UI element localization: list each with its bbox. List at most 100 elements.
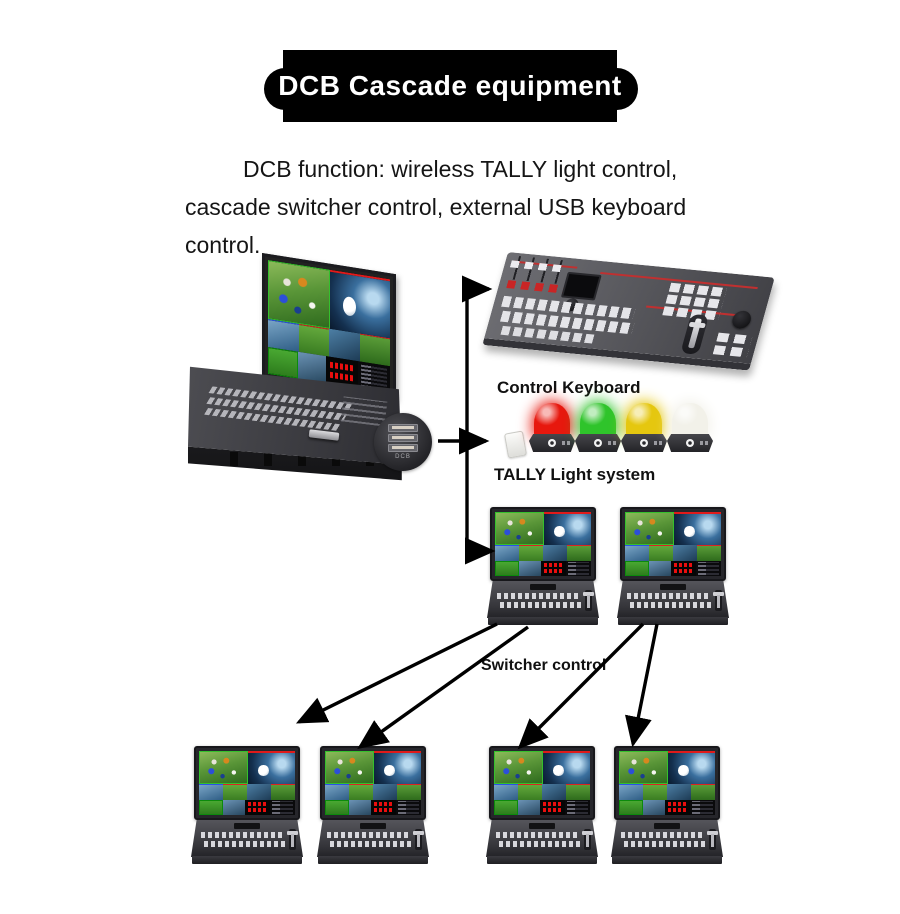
multiview-panel-small-4	[566, 784, 590, 800]
multiview-panel-grass	[495, 512, 544, 546]
deck-button-rows	[621, 832, 706, 849]
multiview-panel-grass	[268, 259, 330, 330]
multiview-timecode-display	[370, 799, 396, 815]
multiview-panel-small-3	[673, 545, 697, 561]
switcher-unit	[191, 746, 303, 864]
tally-light-yellow	[621, 402, 667, 454]
multiview-panel-goalkeeper	[544, 512, 591, 546]
deck-button-rows	[497, 593, 582, 610]
tally-power-button-icon	[548, 439, 556, 447]
multiview-panel-field	[495, 560, 519, 576]
tally-usb-dongle	[503, 430, 528, 459]
usb-tongue	[392, 426, 414, 429]
switcher-multiview-screen	[194, 746, 300, 820]
description-paragraph: DCB function: wireless TALLY light contr…	[185, 150, 730, 264]
multiview	[625, 512, 721, 576]
usb-tongue	[392, 446, 414, 449]
multiview	[268, 259, 390, 394]
multiview-panel-field	[199, 799, 223, 815]
multiview	[199, 751, 295, 815]
tally-ports	[608, 441, 617, 445]
main-switcher-device	[182, 248, 414, 484]
description-line-3: control.	[185, 232, 261, 258]
usb-tongue	[392, 436, 414, 439]
multiview-bottom-row	[494, 799, 590, 815]
switcher-base	[612, 856, 722, 864]
multiview	[325, 751, 421, 815]
tally-light-green	[575, 402, 621, 454]
multiview-panel-small-3	[373, 784, 397, 800]
deck-tbar-fader	[707, 829, 719, 850]
multiview-panel-grass	[625, 512, 674, 546]
usb-port-icon	[388, 433, 418, 442]
cascade-switcher-middle-2	[617, 507, 729, 625]
multiview-panel-small-1	[325, 784, 349, 800]
switcher-control-deck	[611, 820, 723, 857]
tally-power-button-icon	[640, 439, 648, 447]
usb-port-icon	[388, 443, 418, 452]
multiview-top-row	[625, 512, 721, 546]
multiview-status-table	[695, 560, 721, 576]
multiview	[619, 751, 715, 815]
multiview-bottom-row	[495, 560, 591, 576]
description-line-1: DCB function: wireless TALLY light contr…	[243, 156, 678, 182]
switcher-multiview-screen	[490, 507, 596, 581]
control-keyboard-label: Control Keyboard	[497, 378, 641, 397]
multiview-panel-small-1	[199, 784, 223, 800]
multiview-panel-grass	[494, 751, 543, 785]
multiview-panel-scene	[648, 560, 671, 576]
cascade-switcher-bottom-3	[486, 746, 598, 864]
multiview-status-table	[395, 799, 421, 815]
tally-light-system	[503, 402, 713, 459]
switcher-base	[487, 856, 597, 864]
multiview-panel-small-2	[649, 545, 673, 561]
deck-tbar-fader	[582, 829, 594, 850]
multiview-top-row	[325, 751, 421, 785]
tally-ports	[654, 441, 663, 445]
tally-ports	[562, 441, 571, 445]
multiview-bottom-row	[199, 799, 295, 815]
switcher-base	[318, 856, 428, 864]
cascade-switcher-bottom-1	[191, 746, 303, 864]
multiview-mid-row	[199, 784, 295, 800]
multiview-mid-row	[625, 545, 721, 561]
multiview-panel-field	[619, 799, 643, 815]
banner: DCB Cascade equipment	[278, 50, 621, 122]
tally-power-button-icon	[594, 439, 602, 447]
multiview-timecode-display	[540, 560, 566, 576]
multiview-panel-small-2	[518, 784, 542, 800]
arrow-switcher-control-2	[357, 625, 529, 749]
tally-dome	[626, 403, 662, 436]
multiview-panel-small-3	[542, 784, 566, 800]
multiview-mid-row	[495, 545, 591, 561]
tally-dome	[580, 403, 616, 436]
multiview-bottom-row	[325, 799, 421, 815]
multiview-bottom-row	[619, 799, 715, 815]
multiview-timecode-display	[670, 560, 696, 576]
switcher-multiview-screen	[320, 746, 426, 820]
multiview-panel-field	[268, 346, 298, 379]
switcher-base	[488, 617, 598, 625]
multiview-panel-small-3	[543, 545, 567, 561]
multiview-panel-field	[625, 560, 649, 576]
multiview-timecode-display	[244, 799, 270, 815]
switcher-control-deck	[317, 820, 429, 857]
multiview-panel-goalkeeper	[248, 751, 295, 785]
multiview-panel-scene	[222, 799, 245, 815]
tally-light-red	[529, 402, 575, 454]
multiview-bottom-row	[625, 560, 721, 576]
multiview-panel-scene	[517, 799, 540, 815]
switcher-base	[618, 617, 728, 625]
deck-tbar-fader	[287, 829, 299, 850]
multiview-top-row	[494, 751, 590, 785]
multiview-panel-scene	[642, 799, 665, 815]
deck-button-rows	[201, 832, 286, 849]
multiview-panel-small-2	[643, 784, 667, 800]
control-keyboard-panel	[482, 252, 775, 371]
multiview-panel-small-3	[667, 784, 691, 800]
multiview-panel-scene	[518, 560, 541, 576]
keyboard-key-grid	[712, 332, 753, 360]
dcb-usb-hub-circle: DCB	[374, 413, 432, 471]
deck-display	[659, 584, 687, 590]
